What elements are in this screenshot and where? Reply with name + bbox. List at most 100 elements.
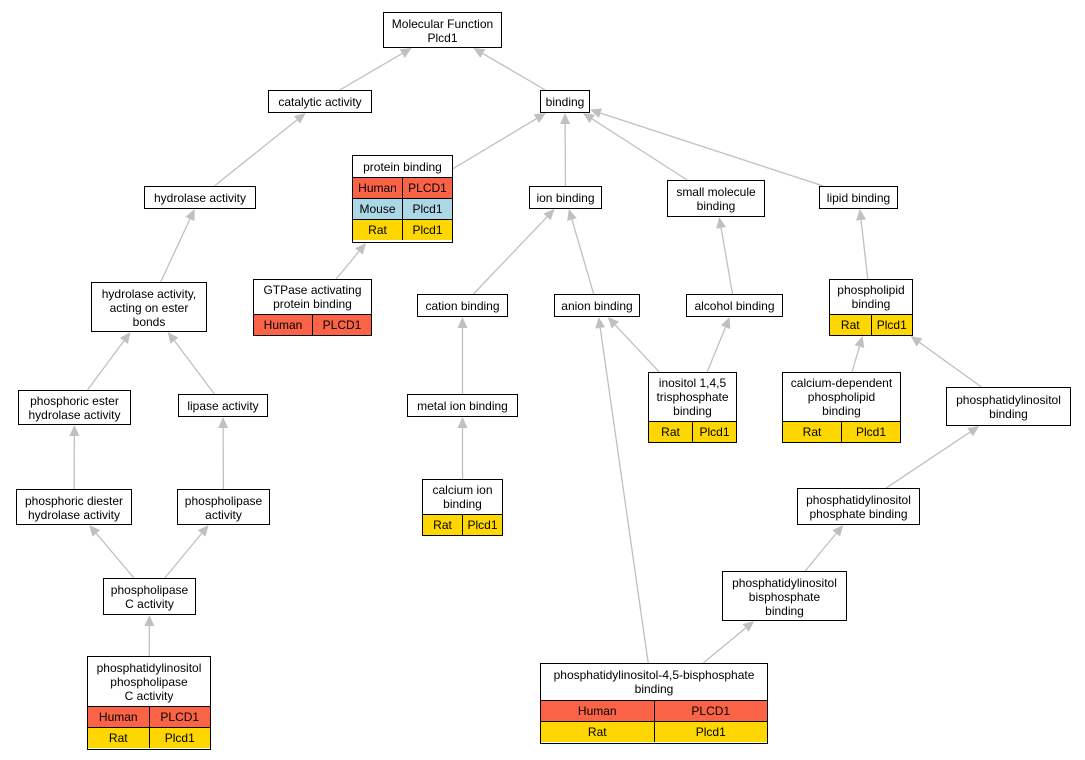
species-cell: Rat — [661, 425, 680, 439]
species-cell: Human — [577, 704, 617, 718]
go-term-lipase[interactable]: lipase activity — [178, 394, 268, 417]
species-cell: Human — [263, 318, 303, 332]
term-label: small molecule binding — [676, 185, 756, 213]
term-label: GTPase activating protein binding — [263, 283, 362, 311]
species-cell: Rat — [108, 731, 128, 745]
term-label: phosphatidylinositol bisphosphate bindin… — [732, 575, 837, 618]
edge-plipid-to-lipid — [860, 219, 869, 280]
go-term-cat[interactable]: catalytic activity — [268, 90, 372, 113]
gene-cell: Plcd1 — [692, 422, 736, 442]
edge-pibis-to-pip — [804, 533, 837, 572]
arrowhead-ip3-to-alcohol — [720, 317, 731, 330]
go-term-lipid[interactable]: lipid binding — [819, 186, 898, 209]
gene-cell: PLCD1 — [402, 178, 452, 198]
edge-cation-to-ion — [472, 216, 548, 295]
term-label: phosphatidylinositol phospholipase C act… — [96, 660, 202, 703]
edge-small-to-bind — [591, 118, 688, 181]
term-label: binding — [545, 95, 585, 109]
go-term-bind[interactable]: binding — [540, 90, 590, 113]
edge-ip3-to-alcohol — [706, 326, 727, 373]
edge-pip-to-pi — [885, 431, 971, 489]
term-label: phosphatidylinositol phosphate binding — [806, 493, 911, 521]
gene-cell: PLCD1 — [148, 707, 211, 727]
go-term-metal[interactable]: metal ion binding — [407, 394, 518, 417]
arrowhead-pip2-to-anion — [595, 317, 606, 329]
arrowhead-piplc-to-plc — [144, 615, 155, 627]
gene-cell: Plcd1 — [462, 515, 502, 535]
go-term-plc[interactable]: phospholipase C activity — [103, 578, 196, 615]
edge-alcohol-to-small — [720, 227, 734, 295]
edge-plc-to-phdiest — [95, 532, 135, 579]
species-cell: Human — [358, 181, 397, 195]
term-label: hydrolase activity — [153, 191, 247, 205]
arrowhead-bind-to-mf — [473, 48, 486, 58]
species-cell: Rat — [433, 518, 452, 532]
gene-cell: Plcd1 — [402, 220, 452, 240]
gene-cell: PLCD1 — [653, 701, 768, 721]
term-label: metal ion binding — [417, 399, 508, 413]
edge-pip2-to-pibis — [702, 627, 747, 664]
annotation-row: Human PLCD1 — [353, 177, 452, 198]
edge-lipid-to-bind — [600, 112, 824, 187]
go-term-anion[interactable]: anion binding — [554, 294, 640, 317]
term-label: phosphoric diester hydrolase activity — [24, 493, 124, 522]
arrowhead-plipase-to-lipase — [218, 417, 229, 429]
annotation-row: Human PLCD1 — [254, 314, 371, 335]
edge-bind-to-mf — [482, 52, 546, 91]
edge-anion-to-ion — [571, 219, 595, 295]
go-term-small[interactable]: small molecule binding — [667, 180, 765, 217]
go-term-plipase[interactable]: phospholipase activity — [177, 489, 270, 525]
term-label: Molecular Function Plcd1 — [391, 16, 494, 45]
go-term-pibis[interactable]: phosphatidylinositol bisphosphate bindin… — [722, 571, 847, 621]
arrowhead-gtp-to-prot — [355, 243, 367, 255]
species-cell: Mouse — [359, 202, 396, 216]
arrowhead-cation-to-ion — [543, 209, 555, 221]
edge-ip3-to-anion — [614, 324, 660, 373]
annotation-row: Rat Plcd1 — [423, 514, 502, 535]
go-term-mf[interactable]: Molecular Function Plcd1 — [383, 12, 502, 48]
gene-cell: PLCD1 — [312, 315, 371, 335]
go-term-pip[interactable]: phosphatidylinositol phosphate binding — [797, 488, 920, 525]
arrowhead-pip-to-pi — [967, 426, 980, 437]
term-label: hydrolase activity, acting on ester bond… — [101, 286, 197, 329]
go-term-phest[interactable]: phosphoric ester hydrolase activity — [18, 390, 131, 425]
term-label: anion binding — [561, 299, 633, 313]
species-cell: Rat — [840, 318, 860, 332]
go-term-ion[interactable]: ion binding — [529, 186, 602, 209]
arrowhead-pip2-to-pibis — [742, 621, 755, 632]
go-term-cation[interactable]: cation binding — [417, 294, 508, 317]
arrowhead-caion-to-metal — [457, 417, 468, 428]
go-term-hydest[interactable]: hydrolase activity, acting on ester bond… — [91, 282, 207, 332]
go-term-pi[interactable]: phosphatidylinositol binding — [946, 387, 1071, 426]
go-term-piplc[interactable]: phosphatidylinositol phospholipase C act… — [87, 656, 211, 750]
edge-gtp-to-prot — [335, 251, 360, 280]
annotation-row: Rat Plcd1 — [649, 421, 736, 442]
go-term-phdiest[interactable]: phosphoric diester hydrolase activity — [16, 489, 132, 525]
go-term-alcohol[interactable]: alcohol binding — [686, 294, 783, 317]
arrowhead-alcohol-to-small — [716, 217, 726, 229]
term-label: calcium ion binding — [432, 483, 493, 511]
arrowhead-small-to-bind — [582, 113, 595, 124]
go-term-pip2[interactable]: phosphatidylinositol-4,5-bisphosphate bi… — [540, 663, 768, 744]
term-label: lipase activity — [187, 399, 259, 413]
arrowhead-hyd-to-cat — [293, 113, 306, 124]
go-term-hyd[interactable]: hydrolase activity — [144, 186, 256, 209]
arrowhead-plipid-to-lipid — [856, 209, 867, 221]
arrowhead-lipid-to-bind — [590, 108, 603, 118]
arrowhead-cat-to-mf — [399, 48, 412, 58]
arrowhead-metal-to-cation — [457, 317, 468, 328]
term-label: protein binding — [363, 159, 442, 174]
arrowhead-ip3-to-anion — [607, 317, 619, 329]
arrowhead-lipase-to-hydest — [167, 332, 179, 344]
arrowhead-cadep-to-plipid — [854, 336, 865, 348]
